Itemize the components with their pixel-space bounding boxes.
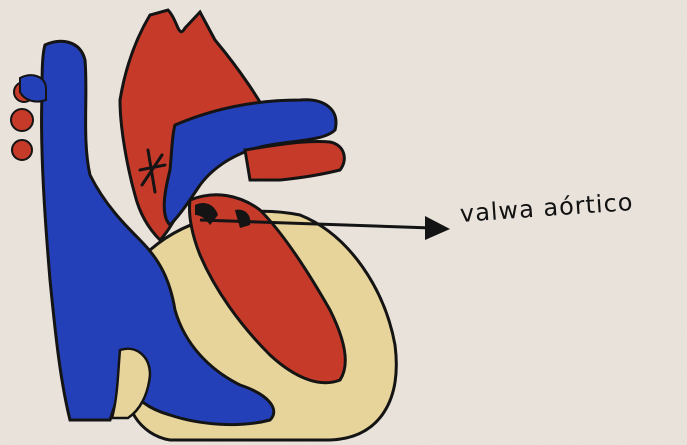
- arrow-head: [425, 216, 450, 240]
- pulmonary-veins: [245, 142, 344, 180]
- vessel-stub-2: [11, 109, 33, 131]
- vessel-stub-3: [12, 140, 32, 160]
- vessel-stub-blue: [20, 75, 46, 101]
